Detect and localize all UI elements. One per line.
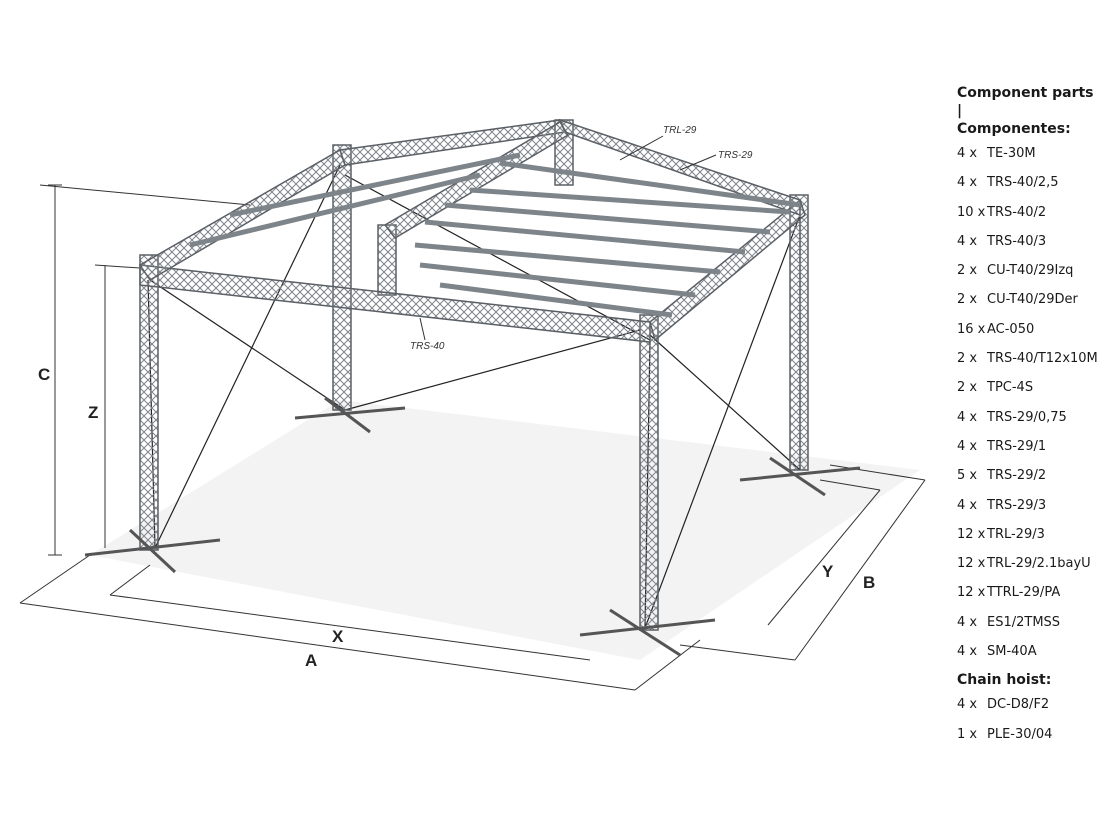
dimension-lines (19, 184, 926, 691)
part-qty: 4 x (957, 697, 978, 713)
part-qty: 12 x (957, 556, 986, 572)
part-row: 2 x CU-T40/29Izq (957, 261, 1100, 290)
part-code: CU-T40/29Der (987, 292, 1078, 308)
part-code: PLE-30/04 (987, 726, 1053, 742)
part-code: TRS-40/3 (987, 233, 1047, 249)
part-qty: 4 x (957, 438, 978, 454)
roof-trusses (138, 118, 806, 343)
part-qty: 5 x (957, 468, 978, 484)
dimension-a-label: A (305, 651, 317, 670)
part-qty: 12 x (957, 585, 986, 601)
part-qty: 4 x (957, 497, 978, 513)
part-code: AC-050 (987, 321, 1035, 337)
part-qty: 12 x (957, 526, 986, 542)
part-code: TRS-40/T12x10M (987, 351, 1098, 367)
part-code: TRL-29/2.1bayU (987, 556, 1091, 572)
chain-hoist-title: Chain hoist: (957, 672, 1052, 689)
part-row: 4 x TRS-29/1 (957, 437, 1100, 466)
part-row: 4 x ES1/2TMSS (957, 613, 1100, 642)
part-row: 2 x TPC-4S (957, 378, 1100, 407)
part-qty: 4 x (957, 409, 978, 425)
callout-trl29: TRL-29 (663, 125, 697, 136)
roof-rafters (189, 152, 801, 318)
part-row: 4 x TE-30M (957, 144, 1100, 173)
stage-roof-truss-diagram: C Z A X B Y (19, 118, 926, 691)
part-qty: 4 x (957, 644, 978, 660)
part-row: 4 x TRS-29/3 (957, 496, 1100, 525)
dimension-z-label: Z (88, 403, 98, 422)
part-code: TRS-29/0,75 (987, 409, 1067, 425)
part-code: TRL-29/3 (987, 526, 1045, 542)
dimension-c-label: C (38, 365, 50, 384)
part-row: 2 x CU-T40/29Der (957, 290, 1100, 319)
part-code: TRS-40/2 (987, 204, 1047, 220)
part-qty: 4 x (957, 233, 978, 249)
part-qty: 2 x (957, 292, 978, 308)
part-row: 4 x TRS-40/2,5 (957, 173, 1100, 202)
part-qty: 4 x (957, 146, 978, 161)
part-code: TE-30M (987, 146, 1036, 161)
part-qty: 10 x (957, 204, 986, 220)
floor-shadow (90, 400, 920, 660)
part-code: SM-40A (987, 644, 1037, 660)
dimension-y-label: Y (822, 562, 834, 581)
part-row: 4 x TRS-40/3 (957, 232, 1100, 261)
part-code: ES1/2TMSS (987, 614, 1061, 630)
dimension-x-label: X (332, 627, 344, 646)
part-qty: 4 x (957, 175, 978, 191)
tower-bases (84, 396, 861, 657)
part-qty: 4 x (957, 614, 978, 630)
part-code: CU-T40/29Izq (987, 263, 1074, 279)
parts-title: Component parts |Componentes: (957, 85, 1094, 137)
part-row: 4 x DC-D8/F2 (957, 695, 1100, 724)
part-qty: 2 x (957, 263, 978, 279)
part-code: DC-D8/F2 (987, 697, 1050, 713)
part-row: 2 x TRS-40/T12x10M (957, 349, 1100, 378)
part-row: 5 x TRS-29/2 (957, 466, 1100, 495)
part-code: TTRL-29/PA (987, 585, 1061, 601)
part-row: 4 x SM-40A (957, 642, 1100, 671)
part-row: 4 x TRS-29/0,75 (957, 408, 1100, 437)
part-code: TRS-29/3 (987, 497, 1047, 513)
callout-trs29: TRS-29 (718, 150, 753, 161)
part-qty: 16 x (957, 321, 986, 337)
callout-trs40: TRS-40 (410, 341, 445, 352)
part-qty: 2 x (957, 380, 978, 396)
part-qty: 2 x (957, 351, 978, 367)
part-row: 1 x PLE-30/04 (957, 725, 1100, 754)
part-code: TPC-4S (987, 380, 1034, 396)
part-code: TRS-29/1 (987, 438, 1047, 454)
part-code: TRS-29/2 (987, 468, 1047, 484)
dimension-b-label: B (863, 573, 875, 592)
part-code: TRS-40/2,5 (987, 175, 1059, 191)
part-qty: 1 x (957, 726, 978, 742)
